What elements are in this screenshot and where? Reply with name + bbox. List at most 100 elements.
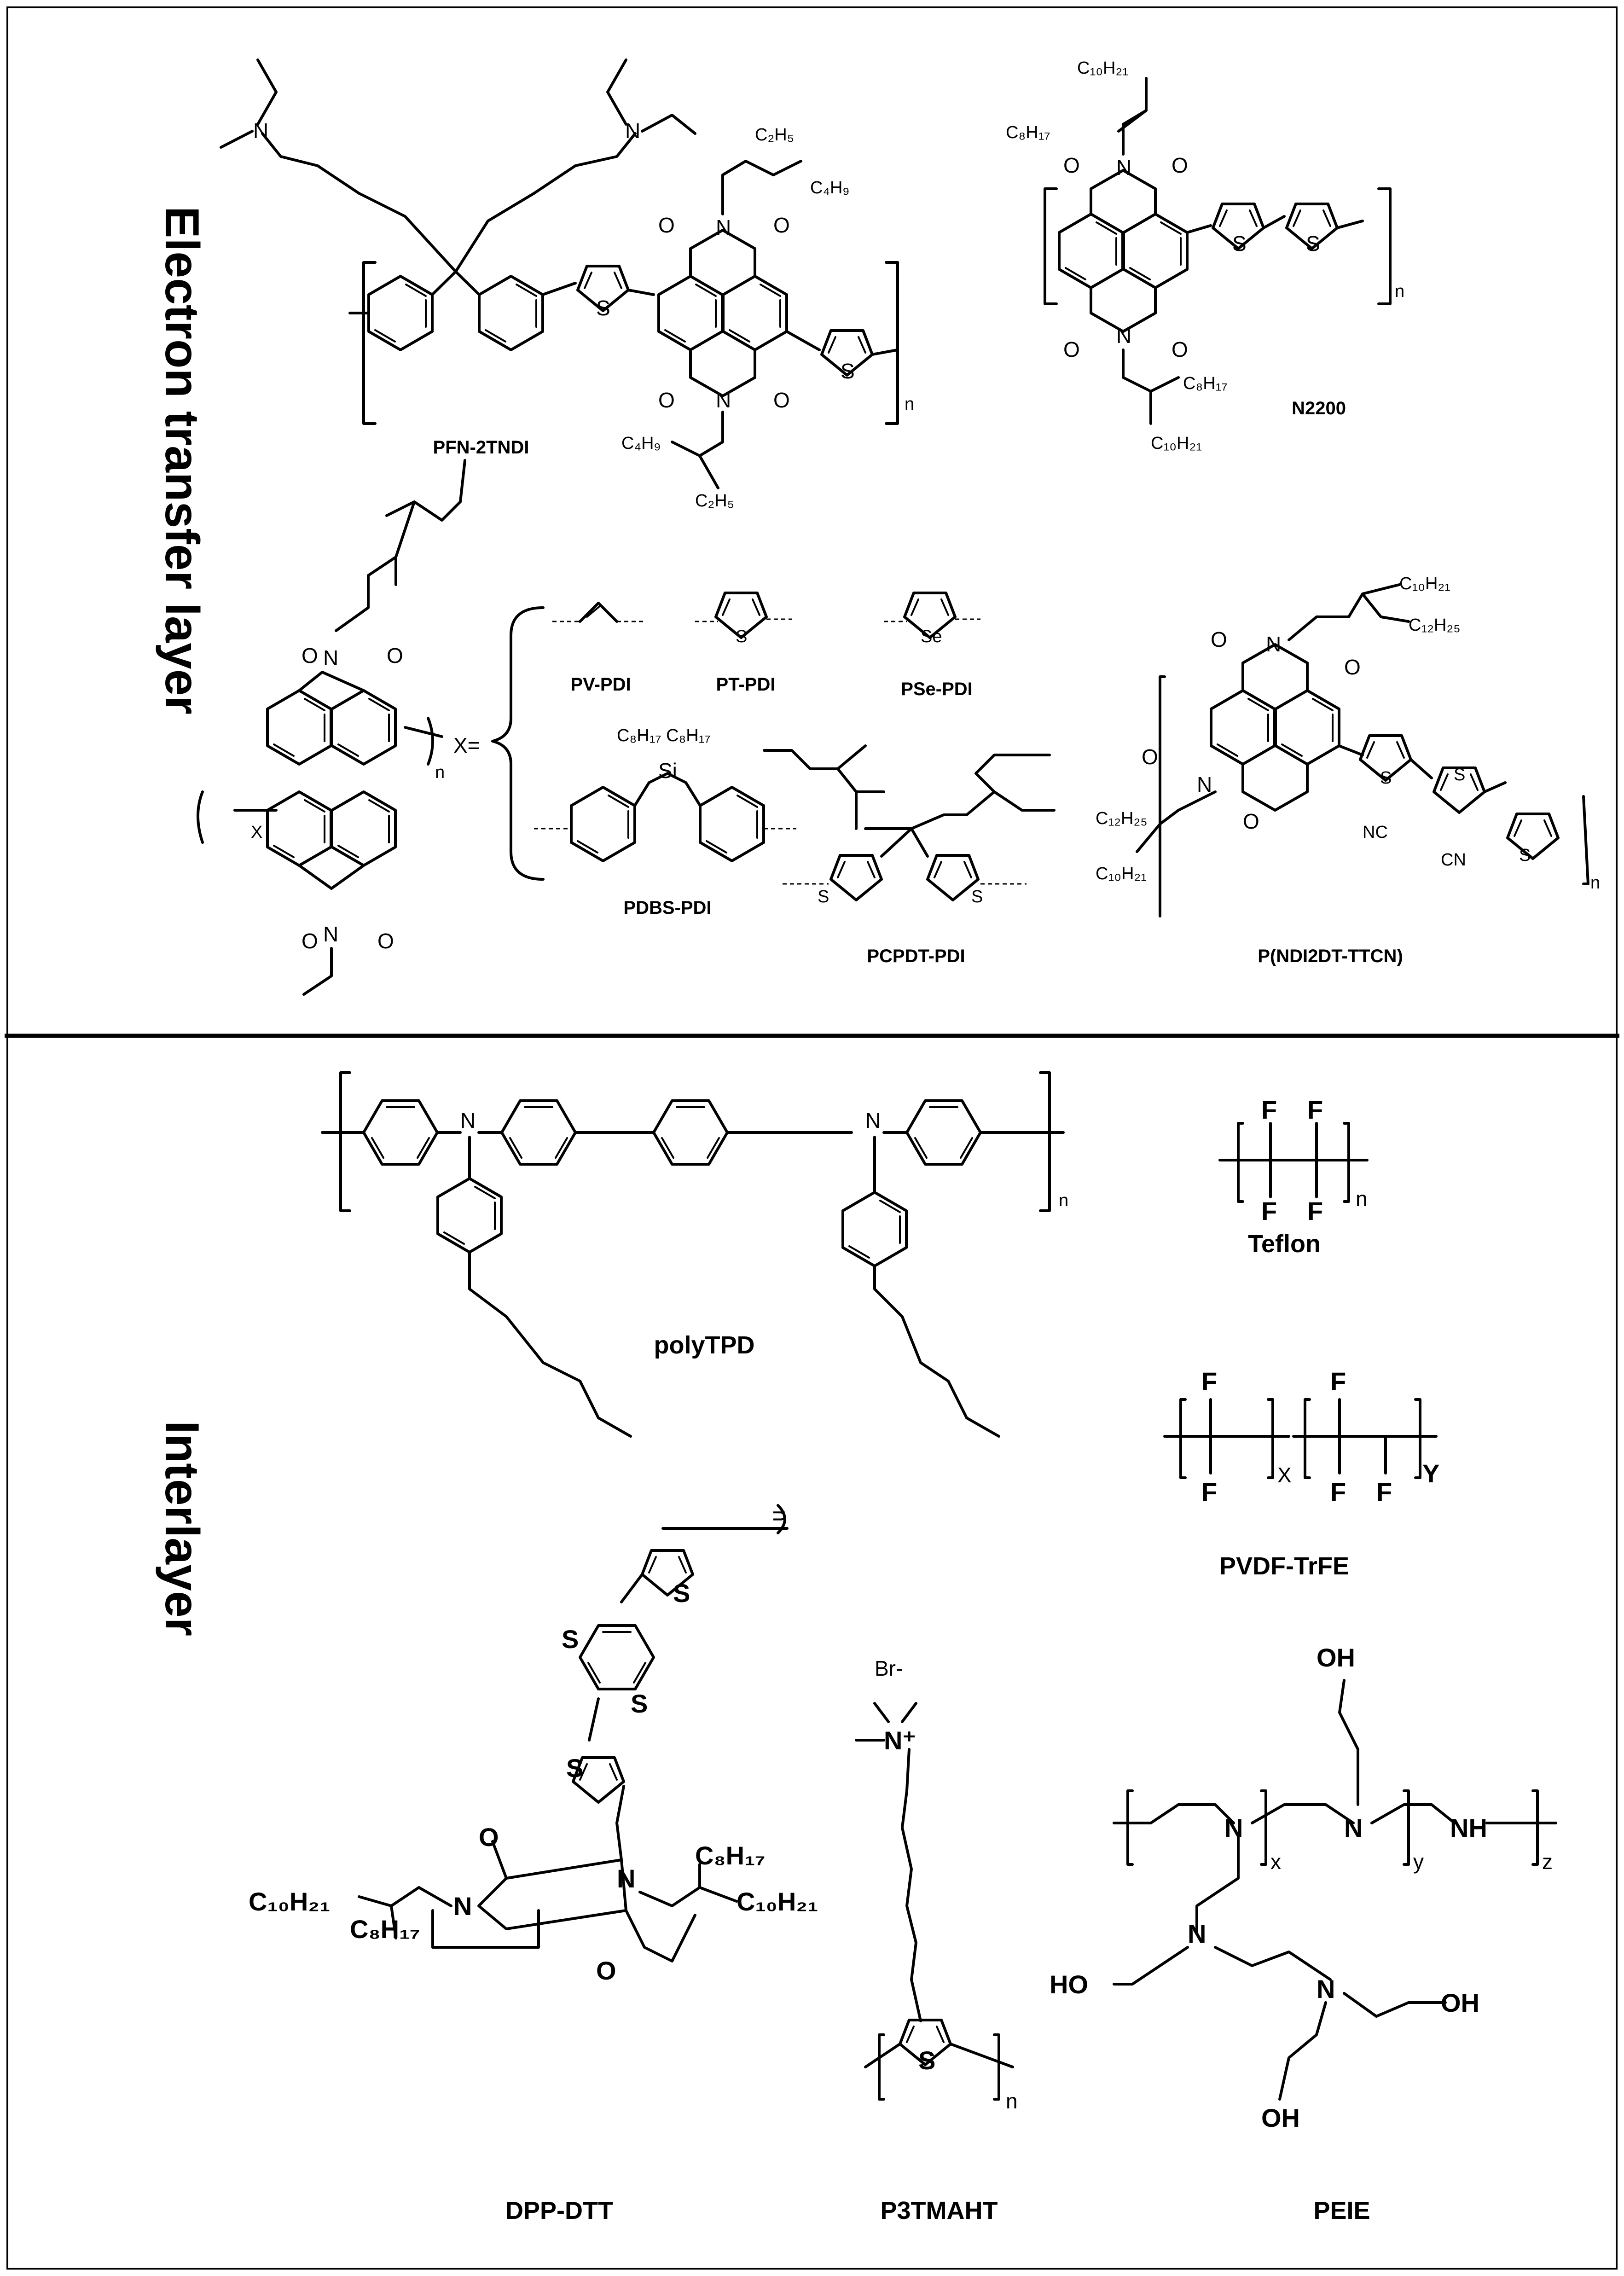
subscript-y: y <box>1413 1850 1424 1874</box>
repeat-n: n <box>1590 873 1600 893</box>
atom-nh: NH <box>1450 1813 1487 1842</box>
atom-n: N <box>1197 772 1212 796</box>
atom-s: S <box>596 296 610 320</box>
atom-n: N <box>1116 324 1131 348</box>
atom-n: N <box>865 1109 881 1132</box>
atom-o: O <box>1172 153 1188 177</box>
structure-pdi-x: O O N O O N X n X= <box>197 459 545 996</box>
repeat-n: n <box>1395 282 1404 301</box>
repeat-n: n <box>905 395 914 414</box>
atom-o: O <box>658 388 675 412</box>
structure-p3tmaht: Br- N⁺ S n <box>855 1656 1018 2113</box>
chain-c12h25: C₁₂H₂₅ <box>1409 615 1461 635</box>
atom-x-equals: X= <box>453 733 480 757</box>
atom-f: F <box>1261 1095 1277 1124</box>
subscript-x: X <box>1277 1463 1292 1487</box>
chain-c2h5: C₂H₅ <box>755 125 794 145</box>
subscript-y: Y <box>1422 1459 1439 1488</box>
structure-pse-pdi: Se <box>884 593 980 646</box>
atom-o: O <box>1172 337 1188 361</box>
atom-o: O <box>596 1956 616 1985</box>
atom-cn: CN <box>1441 850 1466 870</box>
atom-n: N <box>1317 1974 1335 2003</box>
atom-o: O <box>1063 153 1080 177</box>
atom-oh: OH <box>1441 1988 1479 2017</box>
structure-p-ndi2dt-ttcn: N N O O O O C₁₀H₂₁ C₁₂H₂₅ C₁₂H₂₅ C₁₀H₂₁ … <box>1096 574 1600 917</box>
atom-n: N <box>716 215 731 239</box>
atom-n: N <box>1344 1813 1363 1842</box>
atom-s: S <box>1380 768 1392 788</box>
structure-n2200: n N N O O O O C₁₀H₂₁ C₈H₁₇ C₈H₁₇ C₁₀H₂₁ … <box>1006 58 1404 453</box>
structure-peie: N N NH x y z OH N HO N OH OH <box>1050 1643 1557 2132</box>
chain-c8h17: C₈H₁₇ <box>350 1915 420 1944</box>
atom-oh: OH <box>1317 1643 1355 1672</box>
atom-o: O <box>773 388 790 412</box>
atom-f: F <box>1307 1196 1323 1225</box>
subscript-z: z <box>1542 1850 1553 1874</box>
atom-o: O <box>1344 655 1361 679</box>
atom-f: F <box>1330 1477 1346 1506</box>
subscript-x: x <box>1270 1850 1281 1874</box>
atom-s: S <box>631 1689 648 1718</box>
section-title-interlayer: Interlayer <box>155 1421 209 1636</box>
label-p-ndi2dt-ttcn: P(NDI2DT-TTCN) <box>1258 946 1403 966</box>
atom-o: O <box>773 213 790 237</box>
atom-n: N <box>1224 1813 1243 1842</box>
label-p3tmaht: P3TMAHT <box>881 2197 998 2224</box>
chain-c4h9: C₄H₉ <box>810 178 849 197</box>
repeat-n: n <box>1356 1187 1368 1211</box>
atom-s: S <box>971 887 983 906</box>
atom-x: X <box>251 823 262 842</box>
label-pse-pdi: PSe-PDI <box>901 679 973 699</box>
chain-c8h17: C₈H₁₇ <box>695 1841 766 1870</box>
atom-f: F <box>1201 1367 1217 1396</box>
atom-n: N <box>453 1892 472 1921</box>
chain-c12h25: C₁₂H₂₅ <box>1096 809 1148 828</box>
atom-n: N <box>716 388 731 412</box>
atom-s: S <box>1306 232 1320 255</box>
label-pt-pdi: PT-PDI <box>716 674 776 695</box>
label-pvdf-trfe: PVDF-TrFE <box>1219 1552 1349 1580</box>
structure-pvdf-trfe: F F X F F F Y <box>1163 1367 1439 1506</box>
chain-c10h21: C₁₀H₂₁ <box>1077 58 1128 78</box>
atom-n: N <box>323 646 338 670</box>
structure-pcpdt-pdi: S S <box>763 744 1056 906</box>
label-n2200: N2200 <box>1292 398 1346 418</box>
atom-s: S <box>736 627 747 646</box>
chain-c8h17: C₈H₁₇ <box>1006 123 1050 142</box>
structure-teflon: F F F F n <box>1218 1095 1369 1225</box>
atom-n-plus: N⁺ <box>884 1726 916 1755</box>
atom-n: N <box>1266 632 1281 656</box>
figure-frame <box>6 6 1618 2270</box>
atom-o: O <box>1063 337 1080 361</box>
atom-n: N <box>1188 1919 1206 1948</box>
chain-c10h21: C₁₀H₂₁ <box>1399 574 1450 593</box>
label-teflon: Teflon <box>1248 1230 1321 1258</box>
structure-dpp-dtt: n S S S S O O N N C₁₀H₂₁ C₈H₁₇ C₈H₁₇ C₁₀… <box>249 1504 818 1985</box>
structure-pv-pdi <box>552 602 644 623</box>
repeat-n: n <box>1059 1191 1068 1210</box>
atom-s: S <box>1454 765 1465 784</box>
atom-o: O <box>1142 745 1158 769</box>
atom-o: O <box>1211 627 1227 651</box>
atom-se: Se <box>921 627 942 646</box>
structure-pt-pdi: S <box>695 593 792 646</box>
atom-s: S <box>918 2046 935 2075</box>
repeat-n: n <box>435 763 445 782</box>
label-pcpdt-pdi: PCPDT-PDI <box>867 946 965 966</box>
atom-o: O <box>479 1823 499 1852</box>
label-dpp-dtt: DPP-DTT <box>505 2197 613 2224</box>
atom-n: N <box>1116 156 1131 180</box>
repeat-n: n <box>1006 2089 1018 2113</box>
label-polytpd: polyTPD <box>654 1331 754 1359</box>
chain-c10h21: C₁₀H₂₁ <box>1096 864 1147 883</box>
chain-c10h21: C₁₀H₂₁ <box>737 1887 818 1916</box>
label-pfn-2tndi: PFN-2TNDI <box>433 437 529 458</box>
label-pdbs-pdi: PDBS-PDI <box>623 898 711 918</box>
atom-br: Br- <box>875 1656 903 1680</box>
atom-o: O <box>302 644 318 668</box>
atom-oh: OH <box>1261 2103 1300 2132</box>
atom-f: F <box>1330 1367 1346 1396</box>
chain-c2h5: C₂H₅ <box>695 491 734 511</box>
